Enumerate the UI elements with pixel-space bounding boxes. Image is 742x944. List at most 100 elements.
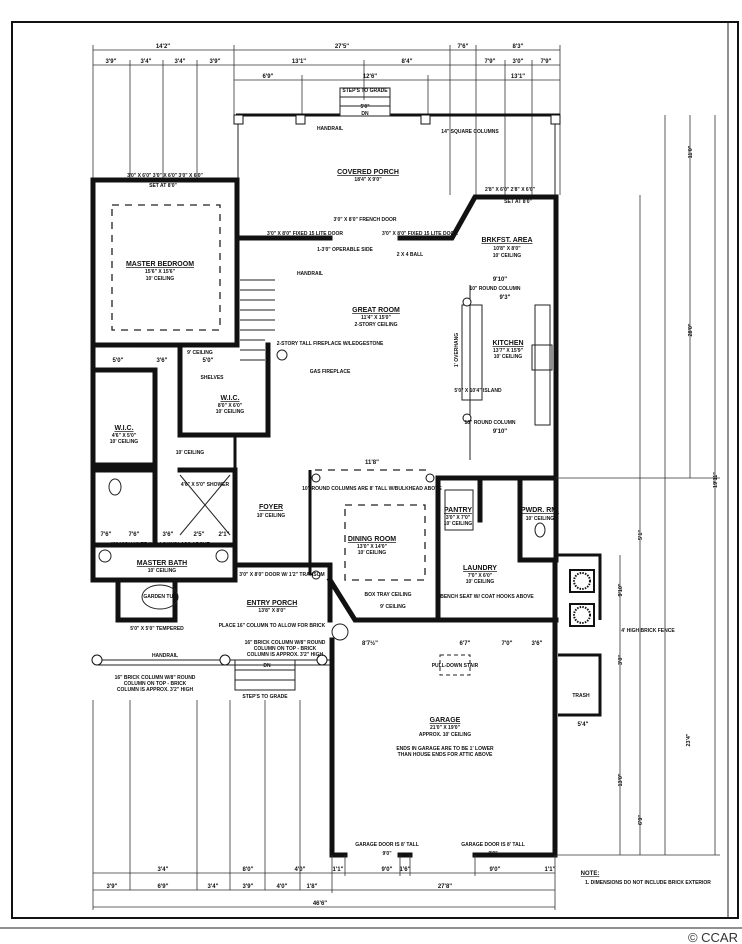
- garage-note: ENDS IN GARAGE ARE TO BE 1' LOWER: [396, 746, 494, 752]
- room-ceiling: 2-STORY CEILING: [355, 322, 398, 328]
- room-ceiling: 10' CEILING: [466, 579, 495, 585]
- dim-label: 3'9": [107, 884, 118, 890]
- room-name-pantry: PANTRY: [444, 507, 472, 514]
- room-ceiling: 10' CEILING: [110, 439, 139, 445]
- shelves-label: SHELVES: [201, 375, 225, 381]
- ceiling-label: 9' CEILING: [187, 350, 213, 356]
- tray-ceiling-outline: [111, 204, 221, 331]
- dim-label: 3'4": [141, 59, 152, 65]
- dim-label: 1'1": [333, 867, 344, 873]
- column-note: COLUMN IS APPROX. 3'2" HIGH: [247, 652, 324, 658]
- dim-label: 11'8": [365, 460, 379, 466]
- room-ceiling: 10' CEILING: [494, 354, 523, 360]
- covered-porch-structure: [233, 87, 561, 238]
- column-note: 16" BRICK COLUMN W/8" ROUND: [115, 675, 196, 681]
- room-ceiling: 10' CEILING: [257, 513, 286, 519]
- top-dimensions: 14'2" 27'5" 7'6" 8'3" 3'9" 3'4" 3'4" 3'9…: [92, 44, 561, 195]
- dn-label: DN: [361, 111, 369, 117]
- dim-label: 5'0": [203, 358, 214, 364]
- steps-label: STEP'S TO GRADE: [342, 88, 388, 94]
- room-name-garage: GARAGE: [430, 717, 461, 724]
- dn-label: DN: [263, 663, 271, 669]
- room-size: 7'0" X 6'0": [468, 573, 493, 579]
- window-label: 5'0" X 5'0" TEMPERED: [130, 626, 184, 632]
- room-name-master-bath: MASTER BATH: [137, 560, 187, 567]
- column-note: COLUMN IS APPROX. 3'2" HIGH: [117, 687, 194, 693]
- dim-label: 8'0": [243, 867, 254, 873]
- room-size: 8'0" X 6'0": [218, 403, 243, 409]
- dim-label: 4'0": [295, 867, 306, 873]
- room-name-dining-room: DINING ROOM: [348, 536, 396, 543]
- handrail-label: HANDRAIL: [152, 653, 178, 659]
- handrail-label: HANDRAIL: [317, 126, 343, 132]
- room-ceiling: 10' CEILING: [444, 521, 473, 527]
- ceiling-label: 10' CEILING: [176, 450, 205, 456]
- dim-label: 9'3": [500, 295, 511, 301]
- door-label: 3'0" X 8'0" FRENCH DOOR: [334, 217, 397, 223]
- dim-label: 3'4": [175, 59, 186, 65]
- dim-label: 28'0": [688, 323, 694, 336]
- room-size: 4'6" X 5'0": [112, 433, 137, 439]
- tray-ceiling-label: BOX TRAY CEILING: [137, 343, 184, 349]
- columns-label: 10" ROUND COLUMNS ARE 8' TALL W/BULKHEAD…: [302, 486, 442, 492]
- dim-label: 12'6": [363, 74, 377, 80]
- room-ceiling: 10' CEILING: [146, 276, 175, 282]
- room-name-entry-porch: ENTRY PORCH: [247, 600, 298, 607]
- window-label: 2'8" X 6'0" 2'8" X 6'0": [485, 187, 536, 193]
- room-name-great-room: GREAT ROOM: [352, 307, 400, 314]
- room-ceiling: 10' CEILING: [358, 550, 387, 556]
- column-note: PLACE 16" COLUMN TO ALLOW FOR BRICK: [219, 623, 326, 629]
- room-ceiling: 10' CEILING: [526, 516, 555, 522]
- room-size: 11'4" X 15'0": [361, 315, 391, 321]
- note-title: NOTE:: [581, 871, 600, 877]
- room-name-walk-in-closet: W.I.C.: [220, 395, 239, 402]
- ball-label: 2 X 4 BALL: [397, 252, 423, 258]
- dim-label: 7'6": [101, 532, 112, 538]
- dim-label: 3'9": [210, 59, 221, 65]
- dim-label: 9'0": [382, 867, 393, 873]
- dim-label: 8'3": [513, 44, 524, 50]
- dim-label: 9'10": [618, 583, 624, 596]
- garage-door-label: GARAGE DOOR IS 8' TALL: [355, 842, 419, 848]
- dim-label: 4'0": [277, 884, 288, 890]
- dim-label: 14'2": [156, 44, 170, 50]
- room-ceiling: APPROX. 10' CEILING: [419, 732, 471, 738]
- garage-door-label: GARAGE DOOR IS 8' TALL: [461, 842, 525, 848]
- note-text: 1. DIMENSIONS DO NOT INCLUDE BRICK EXTER…: [585, 880, 711, 886]
- dim-label: 6'7": [460, 641, 471, 647]
- fireplace-label: 2-STORY TALL FIREPLACE W/LEDGESTONE: [277, 341, 384, 347]
- dim-label: 19'11": [713, 472, 719, 488]
- dim-label: 3'9": [243, 884, 254, 890]
- trash-label: TRASH: [572, 693, 590, 699]
- dim-label: 7'6": [129, 532, 140, 538]
- room-size: 21'0" X 19'0": [430, 725, 461, 731]
- tub-label: GARDEN TUB: [143, 594, 177, 600]
- dim-label: 46'6": [313, 901, 327, 907]
- room-size: 13'0" X 14'0": [357, 544, 388, 550]
- dim-label: 7'9": [485, 59, 496, 65]
- dim-label: 7'0": [502, 641, 513, 647]
- dim-label: 9'0": [488, 851, 498, 857]
- overhang-label: 1' OVERHANG: [454, 333, 460, 367]
- dim-label: 1'8": [307, 884, 318, 890]
- dim-label: 3'4": [208, 884, 219, 890]
- sheet-border: [11, 21, 739, 919]
- columns-label: 14" SQUARE COLUMNS: [441, 129, 499, 135]
- room-name-breakfast-area: BRKFST. AREA: [481, 237, 532, 244]
- dim-label: 9'0": [382, 851, 392, 857]
- window-label: 3'0" X 6'0" 3'0" X 6'0" 3'0" X 6'0": [127, 173, 203, 179]
- dim-label: 11'0": [688, 145, 694, 158]
- dim-label: 3'0": [513, 59, 524, 65]
- dim-label: 6'9": [638, 815, 644, 825]
- door-label: 3'0" X 8'0" FIXED 15 LITE DOOR: [382, 231, 458, 237]
- room-size: 13'8" X 8'0": [258, 608, 286, 614]
- grill-icon: [569, 569, 595, 627]
- dim-label: 5'0": [360, 104, 370, 110]
- fence-label: 4' HIGH BRICK FENCE: [621, 628, 675, 634]
- room-name-foyer: FOYER: [259, 504, 283, 511]
- bottom-dimensions: 3'9" 6'9" 3'4" 3'9" 4'0" 1'8" 3'4" 8'0" …: [92, 700, 556, 910]
- column-note: 16" BRICK COLUMN W/8" ROUND: [245, 640, 326, 646]
- garage-note: THAN HOUSE ENDS FOR ATTIC ABOVE: [398, 752, 493, 758]
- dim-label: 7'6": [458, 44, 469, 50]
- door-label: 1-3'0" OPERABLE SIDE: [317, 247, 373, 253]
